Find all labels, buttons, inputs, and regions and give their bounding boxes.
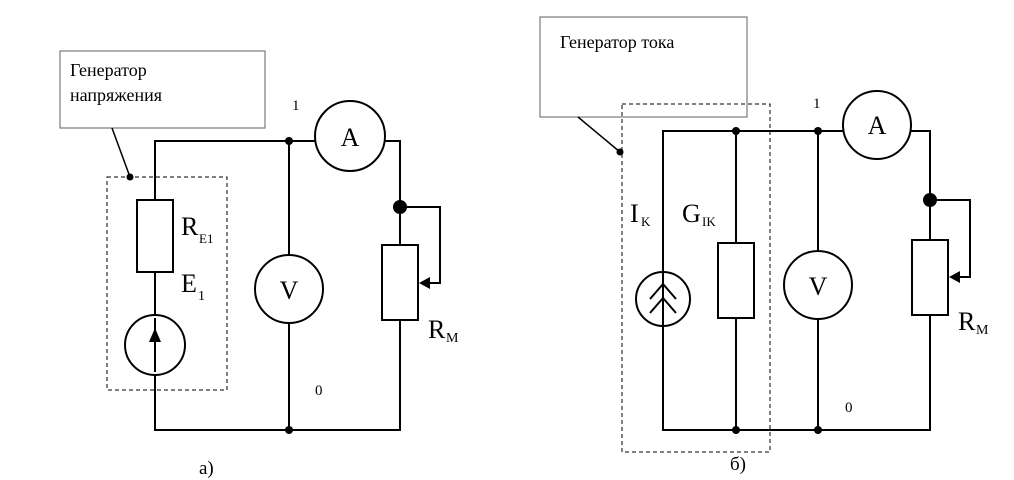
source-ik-label: I	[630, 199, 639, 228]
voltmeter-label: V	[280, 276, 299, 305]
conductance-gik-subscript: IK	[702, 214, 716, 229]
resistor-re1-label: R	[181, 212, 199, 241]
load-resistor-rm	[381, 244, 419, 321]
diagram-b: Генератор тока I K G IK 1 0 A	[539, 16, 989, 475]
callout-pointer	[111, 127, 131, 178]
diagram-a: Генератор напряжения R E1 E 1 1 0 A V	[59, 50, 459, 479]
source-e1-subscript: 1	[198, 289, 205, 304]
node-0-label: 0	[315, 383, 323, 399]
node-1	[285, 137, 293, 145]
callout-pointer	[577, 116, 621, 153]
ammeter-label: A	[341, 123, 360, 152]
voltmeter-label: V	[809, 272, 828, 301]
rheostat-wiper-arrow-icon	[419, 277, 430, 289]
voltmeter	[254, 254, 324, 324]
resistor-re1-subscript: E1	[199, 231, 213, 246]
node-1-label: 1	[292, 98, 300, 114]
node-1	[814, 127, 822, 135]
resistor-re1	[136, 199, 174, 273]
load-rm-subscript: M	[976, 323, 989, 338]
ammeter	[314, 100, 386, 172]
caption-a: а)	[199, 458, 214, 479]
load-rm-label: R	[958, 307, 976, 336]
callout-text: Генератор тока	[560, 32, 674, 52]
callout-line-1: Генератор	[70, 60, 147, 80]
current-source-chevron-upper-icon	[649, 282, 677, 300]
voltage-source-arrow-icon	[149, 328, 161, 342]
node-0	[814, 426, 822, 434]
load-rm-subscript: M	[446, 331, 459, 346]
wire-top-right	[910, 130, 931, 240]
generator-boundary	[106, 176, 228, 391]
conductance-gik-label: G	[682, 199, 701, 228]
generator-boundary	[621, 103, 771, 453]
callout-box-voltage-generator	[59, 50, 266, 129]
load-resistor-rm	[911, 239, 949, 316]
node-1-label: 1	[813, 96, 821, 112]
node-bottom-conductance	[732, 426, 740, 434]
conductance-gik	[717, 242, 755, 319]
caption-b: б)	[730, 454, 746, 475]
rheostat-wiper-arrow-icon	[949, 271, 960, 283]
callout-line-2: напряжения	[70, 85, 162, 105]
wire-top-left	[154, 140, 315, 200]
wire-bottom	[662, 315, 931, 431]
wire-top-right	[385, 140, 401, 245]
wire-top-left	[662, 130, 845, 272]
voltmeter	[783, 250, 853, 320]
ammeter-label: A	[868, 111, 887, 140]
load-rm-label: R	[428, 315, 446, 344]
node-0	[285, 426, 293, 434]
current-source-chevron-lower-icon	[649, 296, 677, 314]
callout-box-current-generator	[539, 16, 748, 118]
node-0-label: 0	[845, 400, 853, 416]
wire-bottom	[154, 320, 401, 431]
ammeter	[842, 90, 912, 160]
node-top-conductance	[732, 127, 740, 135]
rheostat-wiper-wire	[400, 206, 441, 284]
source-ik-subscript: K	[641, 214, 651, 229]
rheostat-wiper-wire	[930, 199, 971, 278]
source-e1-label: E	[181, 269, 197, 298]
